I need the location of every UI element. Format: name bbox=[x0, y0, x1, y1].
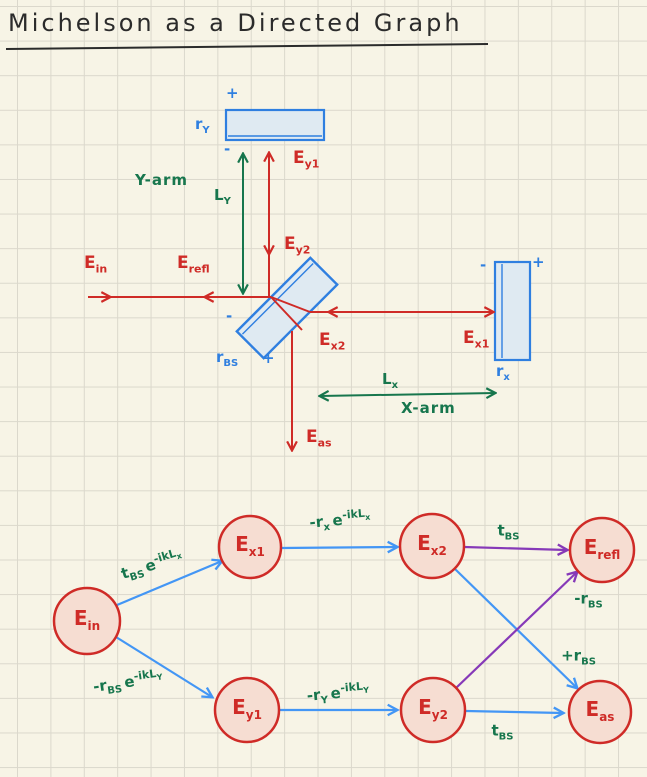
length-annotations bbox=[243, 154, 495, 396]
e-x1-label: Ex1 bbox=[463, 328, 490, 351]
node-e-y1 bbox=[213, 676, 281, 744]
r-y-label: rY bbox=[195, 115, 210, 136]
edge-y2-refl bbox=[455, 572, 577, 689]
mirror-y-plus-sign: + bbox=[226, 84, 239, 102]
e-y2-label: Ey2 bbox=[284, 234, 311, 257]
edge-x2-as bbox=[454, 568, 577, 688]
e-as-label: Eas bbox=[306, 427, 332, 450]
title-underline bbox=[5, 43, 489, 50]
bs-plus-sign: + bbox=[262, 349, 275, 367]
node-e-refl-label: Erefl bbox=[583, 535, 621, 563]
r-bs-label: rBS bbox=[216, 348, 239, 369]
bs-refracted-beam bbox=[270, 296, 311, 313]
y-arm-label: Y-arm bbox=[135, 171, 189, 189]
page-title: Michelson as a Directed Graph bbox=[8, 9, 463, 37]
node-e-x2 bbox=[398, 512, 466, 580]
r-x-label: rx bbox=[496, 362, 510, 383]
edge-x1-x2 bbox=[280, 547, 397, 548]
edge-y2-as bbox=[465, 711, 563, 713]
e-refl-label: Erefl bbox=[177, 253, 210, 276]
node-e-y2-label: Ey2 bbox=[418, 695, 448, 723]
edge-in-y1 bbox=[115, 636, 212, 697]
mirror-y-minus-sign: - bbox=[224, 140, 231, 158]
mirror-x-minus-sign: - bbox=[480, 256, 487, 274]
node-e-refl bbox=[568, 516, 636, 584]
edge-y2-refl-label: -rBS bbox=[574, 589, 603, 611]
node-e-in-label: Ein bbox=[73, 606, 101, 634]
laser-beams bbox=[88, 153, 493, 450]
l-y-label: LY bbox=[214, 186, 231, 207]
mirror-y bbox=[224, 108, 326, 142]
graph-nodes bbox=[52, 512, 636, 745]
mirror-x-plus-sign: + bbox=[532, 253, 545, 271]
node-e-in bbox=[52, 586, 122, 656]
node-e-x1 bbox=[217, 514, 283, 580]
x-arm-label: X-arm bbox=[401, 399, 456, 417]
node-e-y2 bbox=[399, 676, 467, 744]
edge-in-x1 bbox=[116, 561, 222, 607]
bs-internal-beam bbox=[270, 296, 303, 331]
node-e-as bbox=[567, 679, 633, 745]
e-in-label: Ein bbox=[84, 253, 108, 276]
l-x-label: Lx bbox=[382, 370, 399, 391]
mirror-x bbox=[493, 260, 532, 362]
edge-y2-as-label: tBS bbox=[491, 721, 514, 743]
lx-measure-arrow bbox=[320, 393, 495, 396]
edge-x2-refl-label: tBS bbox=[497, 521, 520, 543]
node-e-x1-label: Ex1 bbox=[235, 532, 265, 560]
e-x2-label: Ex2 bbox=[319, 330, 346, 353]
node-e-as-label: Eas bbox=[585, 697, 615, 725]
edge-x2-as-label: +rBS bbox=[561, 646, 596, 668]
bs-minus-sign: - bbox=[226, 307, 233, 325]
node-e-y1-label: Ey1 bbox=[232, 695, 262, 723]
node-e-x2-label: Ex2 bbox=[417, 531, 447, 559]
edge-x2-refl bbox=[463, 547, 567, 550]
e-y1-label: Ey1 bbox=[293, 148, 320, 171]
graph-edges bbox=[115, 547, 577, 713]
